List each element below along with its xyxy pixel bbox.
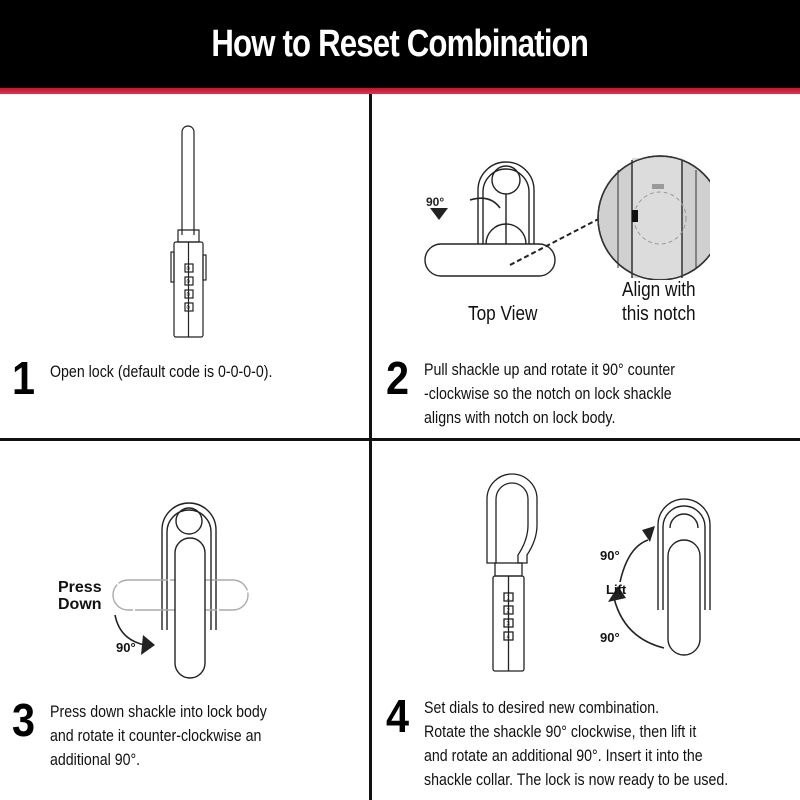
- rotate-arrow-icon: [619, 539, 649, 583]
- step-text-line: Press down shackle into lock body: [50, 703, 267, 721]
- align-notch-caption: Align with this notch: [622, 279, 696, 325]
- step-text-line: -clockwise so the notch on lock shackle: [424, 385, 672, 403]
- step-text-line: and rotate it counter-clockwise an: [50, 727, 262, 745]
- step-text-line: Pull shackle up and rotate it 90° counte…: [424, 361, 676, 379]
- top-view-caption: Top View: [468, 303, 538, 325]
- accent-stripe: [0, 88, 800, 94]
- step-number: 3: [12, 694, 36, 746]
- svg-text:1: 1: [507, 596, 511, 602]
- step-number: 4: [386, 690, 410, 742]
- vertical-divider: [369, 94, 372, 800]
- set-dials-lock-illustration: 1 2 3 4: [486, 473, 538, 672]
- step-text-line: aligns with notch on lock body.: [424, 409, 616, 427]
- step-3-instruction: 3 Press down shackle into lock body and …: [12, 694, 302, 772]
- notch-closeup-icon: [597, 155, 710, 280]
- angle-bottom-label: 90°: [600, 630, 620, 645]
- step-text-line: and rotate an additional 90°. Insert it …: [424, 747, 703, 765]
- rotate-arrow-icon: [114, 614, 146, 646]
- step-text-line: additional 90°.: [50, 751, 141, 769]
- step-1-instruction: 1 Open lock (default code is 0-0-0-0).: [12, 352, 309, 404]
- press-down-label: Press Down: [58, 579, 102, 613]
- svg-text:4: 4: [507, 635, 511, 641]
- angle-label: 90°: [116, 640, 136, 655]
- horizontal-divider: [0, 438, 800, 441]
- svg-text:0: 0: [187, 293, 191, 299]
- rotate-arrow-icon: [613, 597, 665, 649]
- svg-text:0: 0: [187, 280, 191, 286]
- step-number: 2: [386, 352, 410, 404]
- angle-top-label: 90°: [600, 548, 620, 563]
- top-view-rotate-illustration: 90°: [424, 155, 710, 280]
- rotate-lift-illustration: [608, 498, 711, 656]
- svg-text:0: 0: [187, 267, 191, 273]
- svg-text:3: 3: [507, 622, 511, 628]
- step-number: 1: [12, 352, 36, 404]
- step-text-line: Open lock (default code is 0-0-0-0).: [50, 363, 273, 381]
- page-title: How to Reset Combination: [211, 22, 590, 65]
- svg-text:90°: 90°: [426, 195, 444, 209]
- lift-label: Lift: [606, 582, 627, 597]
- open-lock-illustration: 0 0 0 0: [170, 125, 207, 338]
- step-4-instruction: 4 Set dials to desired new combination. …: [386, 690, 778, 792]
- rotate-arrow-icon: [469, 197, 501, 209]
- pointer-arrow-icon: [509, 212, 611, 266]
- step-text-line: Set dials to desired new combination.: [424, 699, 660, 717]
- svg-text:0: 0: [187, 306, 191, 312]
- step-text-line: Rotate the shackle 90° clockwise, then l…: [424, 723, 697, 741]
- step-2-instruction: 2 Pull shackle up and rotate it 90° coun…: [386, 352, 716, 430]
- page-header: How to Reset Combination: [0, 0, 800, 88]
- press-down-illustration: [112, 502, 249, 679]
- step-text-line: shackle collar. The lock is now ready to…: [424, 771, 729, 789]
- svg-text:2: 2: [507, 609, 511, 615]
